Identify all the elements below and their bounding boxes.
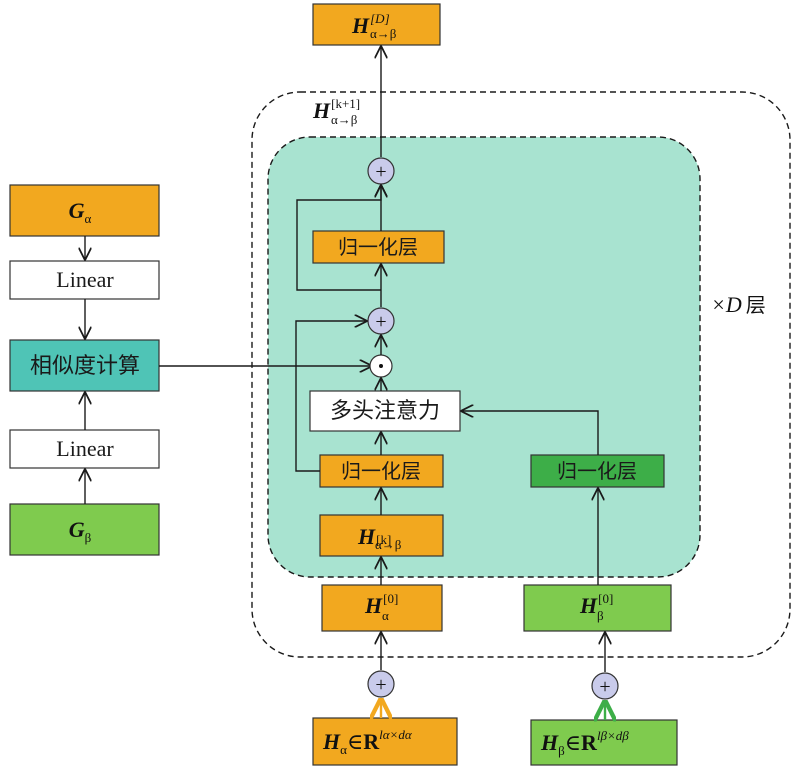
g-beta-label: Gβ xyxy=(69,517,92,545)
arrow-normright-attn xyxy=(462,411,599,455)
norm-left-label: 归一化层 xyxy=(341,459,421,483)
similarity-box xyxy=(9,339,160,392)
h-output-box xyxy=(312,3,441,46)
h-beta0-sub: β xyxy=(597,608,604,623)
inner-transformer-block xyxy=(267,136,701,578)
linear-top-box xyxy=(9,260,160,300)
h-alpha0-box xyxy=(321,584,443,632)
add-circle-beta-input xyxy=(591,672,619,700)
h-next-sub: α→β xyxy=(331,112,358,127)
h-alpha-input-box xyxy=(312,717,458,766)
h-alpha0-label: H[0] xyxy=(364,591,398,618)
similarity-label: 相似度计算 xyxy=(30,354,140,379)
add-symbol-beta-input: + xyxy=(599,676,610,698)
h-next-label: H[k+1] xyxy=(312,96,360,123)
h-beta0-box xyxy=(523,584,672,632)
linear-bottom-label: Linear xyxy=(56,436,114,461)
h-beta0-label: H[0] xyxy=(579,591,613,618)
h-k-label: Hα→β[k] xyxy=(357,524,391,549)
h-output-sub: α→β xyxy=(370,26,397,41)
add-symbol-middle: + xyxy=(375,311,386,333)
add-circle-alpha-input xyxy=(367,670,395,698)
h-beta-input-label: Hβ∈Rlβ×dβ xyxy=(540,728,629,758)
g-alpha-label: Gα xyxy=(69,198,92,226)
norm-right-label: 归一化层 xyxy=(557,459,637,483)
multiply-dot xyxy=(379,364,383,368)
residual-top xyxy=(296,186,381,291)
residual-middle xyxy=(295,321,366,472)
h-output-label: H[D] xyxy=(351,11,390,38)
norm-left-box xyxy=(319,454,444,488)
h-alpha0-sub: α xyxy=(382,608,389,623)
add-circle-middle xyxy=(367,307,395,335)
add-circle-top xyxy=(367,157,395,185)
h-alpha-input-label: Hα∈Rlα×dα xyxy=(322,727,413,757)
norm-top-label: 归一化层 xyxy=(338,235,418,259)
linear-top-label: Linear xyxy=(56,267,114,292)
add-symbol-alpha-input: + xyxy=(375,674,386,696)
h-k-sub: α→β xyxy=(375,537,402,552)
h-beta-input-box xyxy=(530,719,678,766)
outer-repeat-block xyxy=(251,91,791,658)
add-symbol-top: + xyxy=(375,161,386,183)
multi-head-label: 多头注意力 xyxy=(330,399,440,424)
multi-head-box xyxy=(309,390,461,432)
norm-top-box xyxy=(312,230,445,264)
norm-right-box xyxy=(530,454,665,488)
